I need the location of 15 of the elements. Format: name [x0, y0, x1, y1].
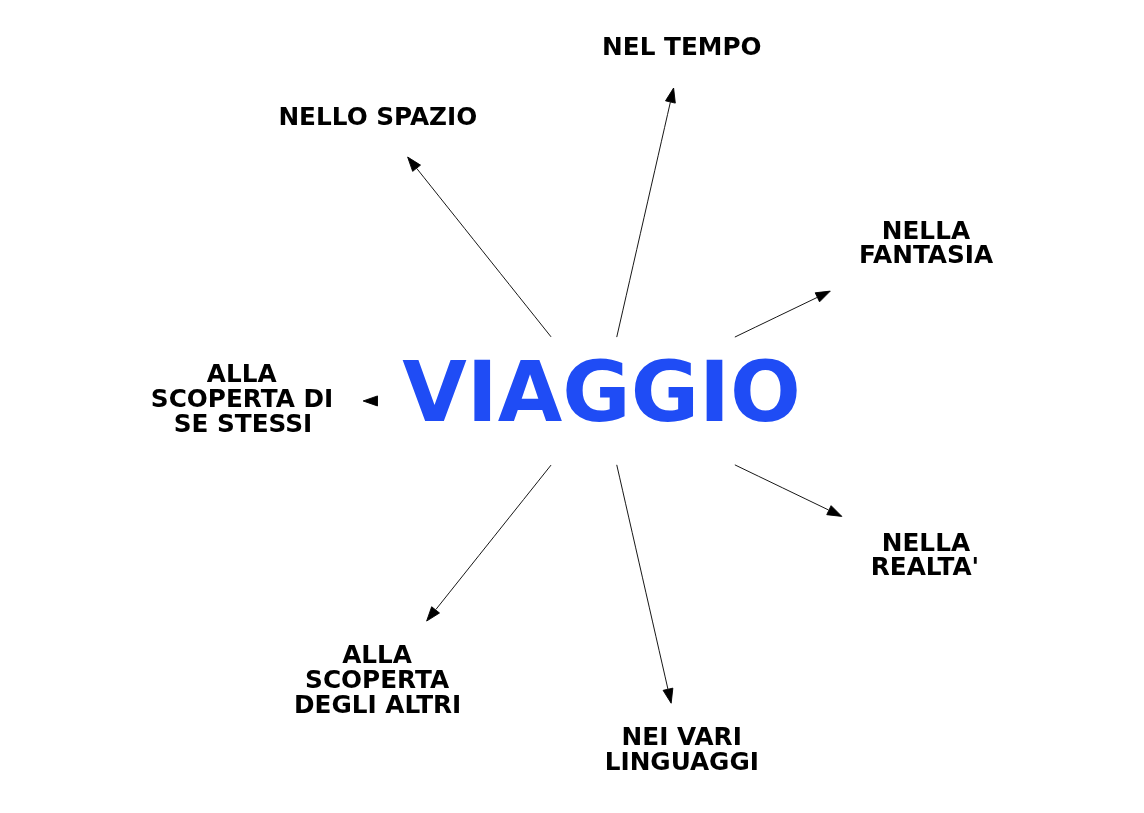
node-text: ALLA SCOPERTA DEGLI ALTRI	[294, 640, 462, 719]
arrow	[734, 290, 831, 338]
arrow	[362, 395, 378, 407]
node-text: NELLA REALTA'	[870, 527, 980, 582]
arrow	[734, 464, 843, 517]
node-text: NELLA FANTASIA	[858, 215, 994, 270]
node-text: NEI VARI LINGUAGGI	[604, 722, 759, 776]
arrow	[426, 464, 552, 622]
node-text: NEL TEMPO	[602, 32, 762, 62]
node-text: ALLA SCOPERTA DI SE STESSI	[150, 359, 334, 438]
arrow	[616, 87, 676, 338]
arrow	[616, 464, 674, 704]
node-text: NELLO SPAZIO	[278, 101, 478, 131]
arrow	[407, 156, 552, 338]
node-text: VIAGGIO	[402, 343, 801, 441]
